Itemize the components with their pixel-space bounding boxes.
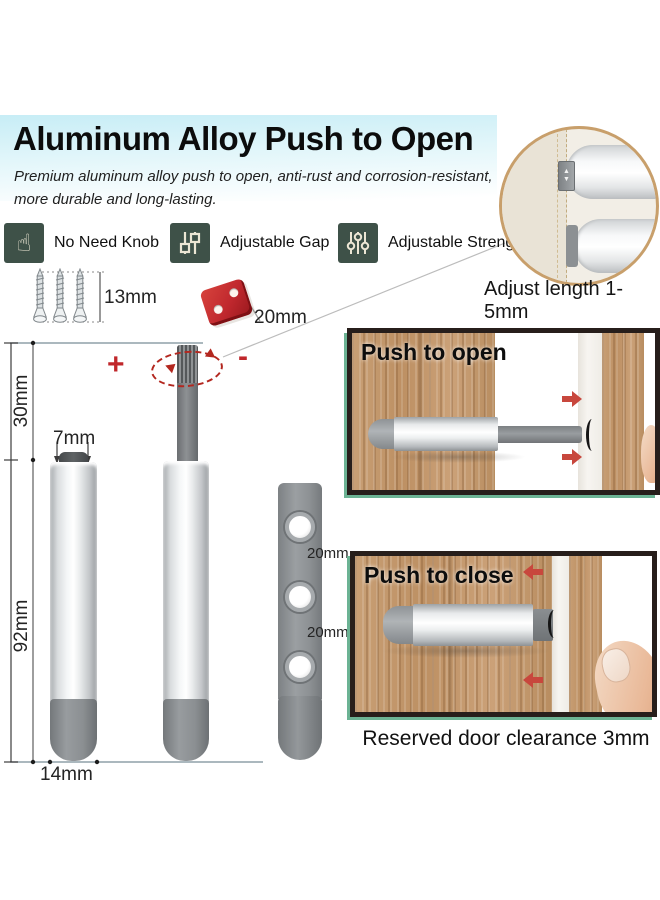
push-direction-arrow <box>562 449 582 465</box>
hole-spacing-bottom-label: 20mm <box>307 624 349 641</box>
inset-latch-upper <box>566 145 656 199</box>
inset-caption: Adjust length 1-5mm <box>484 278 623 323</box>
close-direction-arrow <box>523 564 543 580</box>
adjust-length-inset: ▲▼ <box>499 126 659 286</box>
strip-hole <box>285 512 315 542</box>
inset-latch-lower-endcap <box>566 225 578 267</box>
door-wood <box>602 333 644 490</box>
strength-plus-label: + <box>107 348 125 381</box>
plate-hole <box>228 287 240 299</box>
push-to-close-panel: Push to close <box>350 551 657 717</box>
strip-hole <box>285 652 315 682</box>
door-clearance-caption: Reserved door clearance 3mm <box>362 727 650 750</box>
page-title: Aluminum Alloy Push to Open <box>13 120 474 157</box>
subtitle-line-1: Premium aluminum alloy push to open, ant… <box>14 168 493 185</box>
latch-body-horizontal <box>394 417 498 451</box>
latch-cap-horizontal <box>368 419 394 449</box>
latch-body-middle <box>163 461 209 702</box>
body-width-label: 14mm <box>40 764 93 785</box>
panel-title: Push to close <box>364 562 514 588</box>
plunger-travel-label: 30mm <box>11 374 32 428</box>
feature-label: No Need Knob <box>54 234 159 251</box>
tip-width-label: 7mm <box>53 428 96 449</box>
feature-label: Adjustable Gap <box>220 234 330 251</box>
cabinet-wood <box>352 333 495 490</box>
mounting-strip-cap <box>278 696 322 760</box>
door-edge <box>578 333 602 490</box>
push-to-open-panel: Push to open <box>347 328 660 495</box>
feature-adjustable-strength: Adjustable Strength <box>338 223 528 263</box>
dual-slider-icon <box>170 223 210 263</box>
panel-title: Push to open <box>361 339 507 365</box>
feature-no-need-knob: ☝ No Need Knob <box>4 223 159 263</box>
latch-tip-left <box>59 452 88 465</box>
latch-plunger-horizontal <box>498 426 582 443</box>
screw-length-label: 13mm <box>104 287 157 308</box>
fingernail <box>598 645 634 685</box>
latch-plunger-extended <box>177 345 198 463</box>
subtitle-line-2: more durable and long-lasting. <box>14 191 217 208</box>
triple-slider-icon <box>338 223 378 263</box>
close-direction-arrow <box>523 672 543 688</box>
screws-illustration <box>33 268 87 323</box>
hand-click-icon: ☝ <box>4 223 44 263</box>
body-length-label: 92mm <box>11 599 32 653</box>
door-catch <box>586 419 598 451</box>
latch-body-horizontal <box>413 604 533 646</box>
plate-size-label: 20mm <box>254 307 307 328</box>
door-catch <box>548 610 560 638</box>
catch-plate <box>199 277 254 328</box>
cabinet-panel-face <box>502 129 567 283</box>
strip-hole <box>285 582 315 612</box>
latch-rubber-cap-middle <box>163 699 209 761</box>
door-edge <box>552 556 569 712</box>
finger <box>641 425 655 483</box>
feature-label: Adjustable Strength <box>388 234 528 251</box>
latch-body-left <box>50 462 97 702</box>
hole-spacing-top-label: 20mm <box>307 545 349 562</box>
latch-shadow <box>381 644 551 658</box>
inset-latch-lower <box>574 219 656 273</box>
adjuster-knob: ▲▼ <box>558 161 575 191</box>
plate-hole <box>212 303 224 316</box>
latch-rubber-cap-left <box>50 699 97 761</box>
push-direction-arrow <box>562 391 582 407</box>
feature-adjustable-gap: Adjustable Gap <box>170 223 329 263</box>
header-band <box>0 115 497 201</box>
latch-shadow <box>390 451 526 463</box>
strength-minus-label: - <box>238 340 248 373</box>
latch-cap-horizontal <box>383 606 413 644</box>
